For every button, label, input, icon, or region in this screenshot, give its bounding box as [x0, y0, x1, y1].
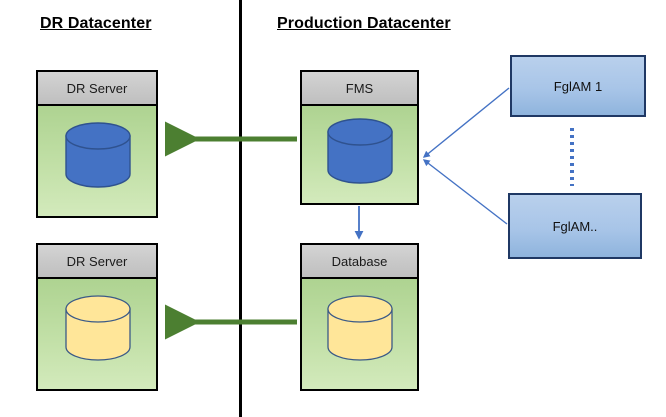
fglam-agent-1-label: FglAM 1: [553, 78, 603, 94]
dr-server-2-body: [38, 279, 156, 389]
fglam2-to-fms-connector: [422, 159, 508, 225]
database-header: Database: [302, 245, 417, 279]
blue-database-cylinder-icon: [324, 116, 396, 188]
dr-datacenter-title: DR Datacenter: [40, 15, 152, 32]
datacenter-divider-line: [239, 0, 242, 417]
production-datacenter-title: Production Datacenter: [277, 15, 451, 32]
database-body: [302, 279, 417, 389]
fglam-agent-box-2[interactable]: FglAM..: [508, 193, 642, 259]
database-server-box[interactable]: Database: [300, 243, 419, 391]
fglam-agent-box-1[interactable]: FglAM 1: [510, 55, 646, 117]
fms-body: [302, 106, 417, 203]
fglam-ellipsis-dots-icon: [570, 128, 574, 186]
fglam1-to-fms-connector: [422, 87, 510, 158]
fms-server-box[interactable]: FMS: [300, 70, 419, 205]
dr-server-1-body: [38, 106, 156, 216]
dr-server-box-1[interactable]: DR Server: [36, 70, 158, 218]
dr-server-box-2[interactable]: DR Server: [36, 243, 158, 391]
blue-database-cylinder-icon: [62, 120, 134, 192]
yellow-database-cylinder-icon: [324, 293, 396, 365]
fms-header: FMS: [302, 72, 417, 106]
dr-server-2-header: DR Server: [38, 245, 156, 279]
dr-server-1-header: DR Server: [38, 72, 156, 106]
fglam-agent-2-label: FglAM..: [552, 218, 598, 234]
yellow-database-cylinder-icon: [62, 293, 134, 365]
